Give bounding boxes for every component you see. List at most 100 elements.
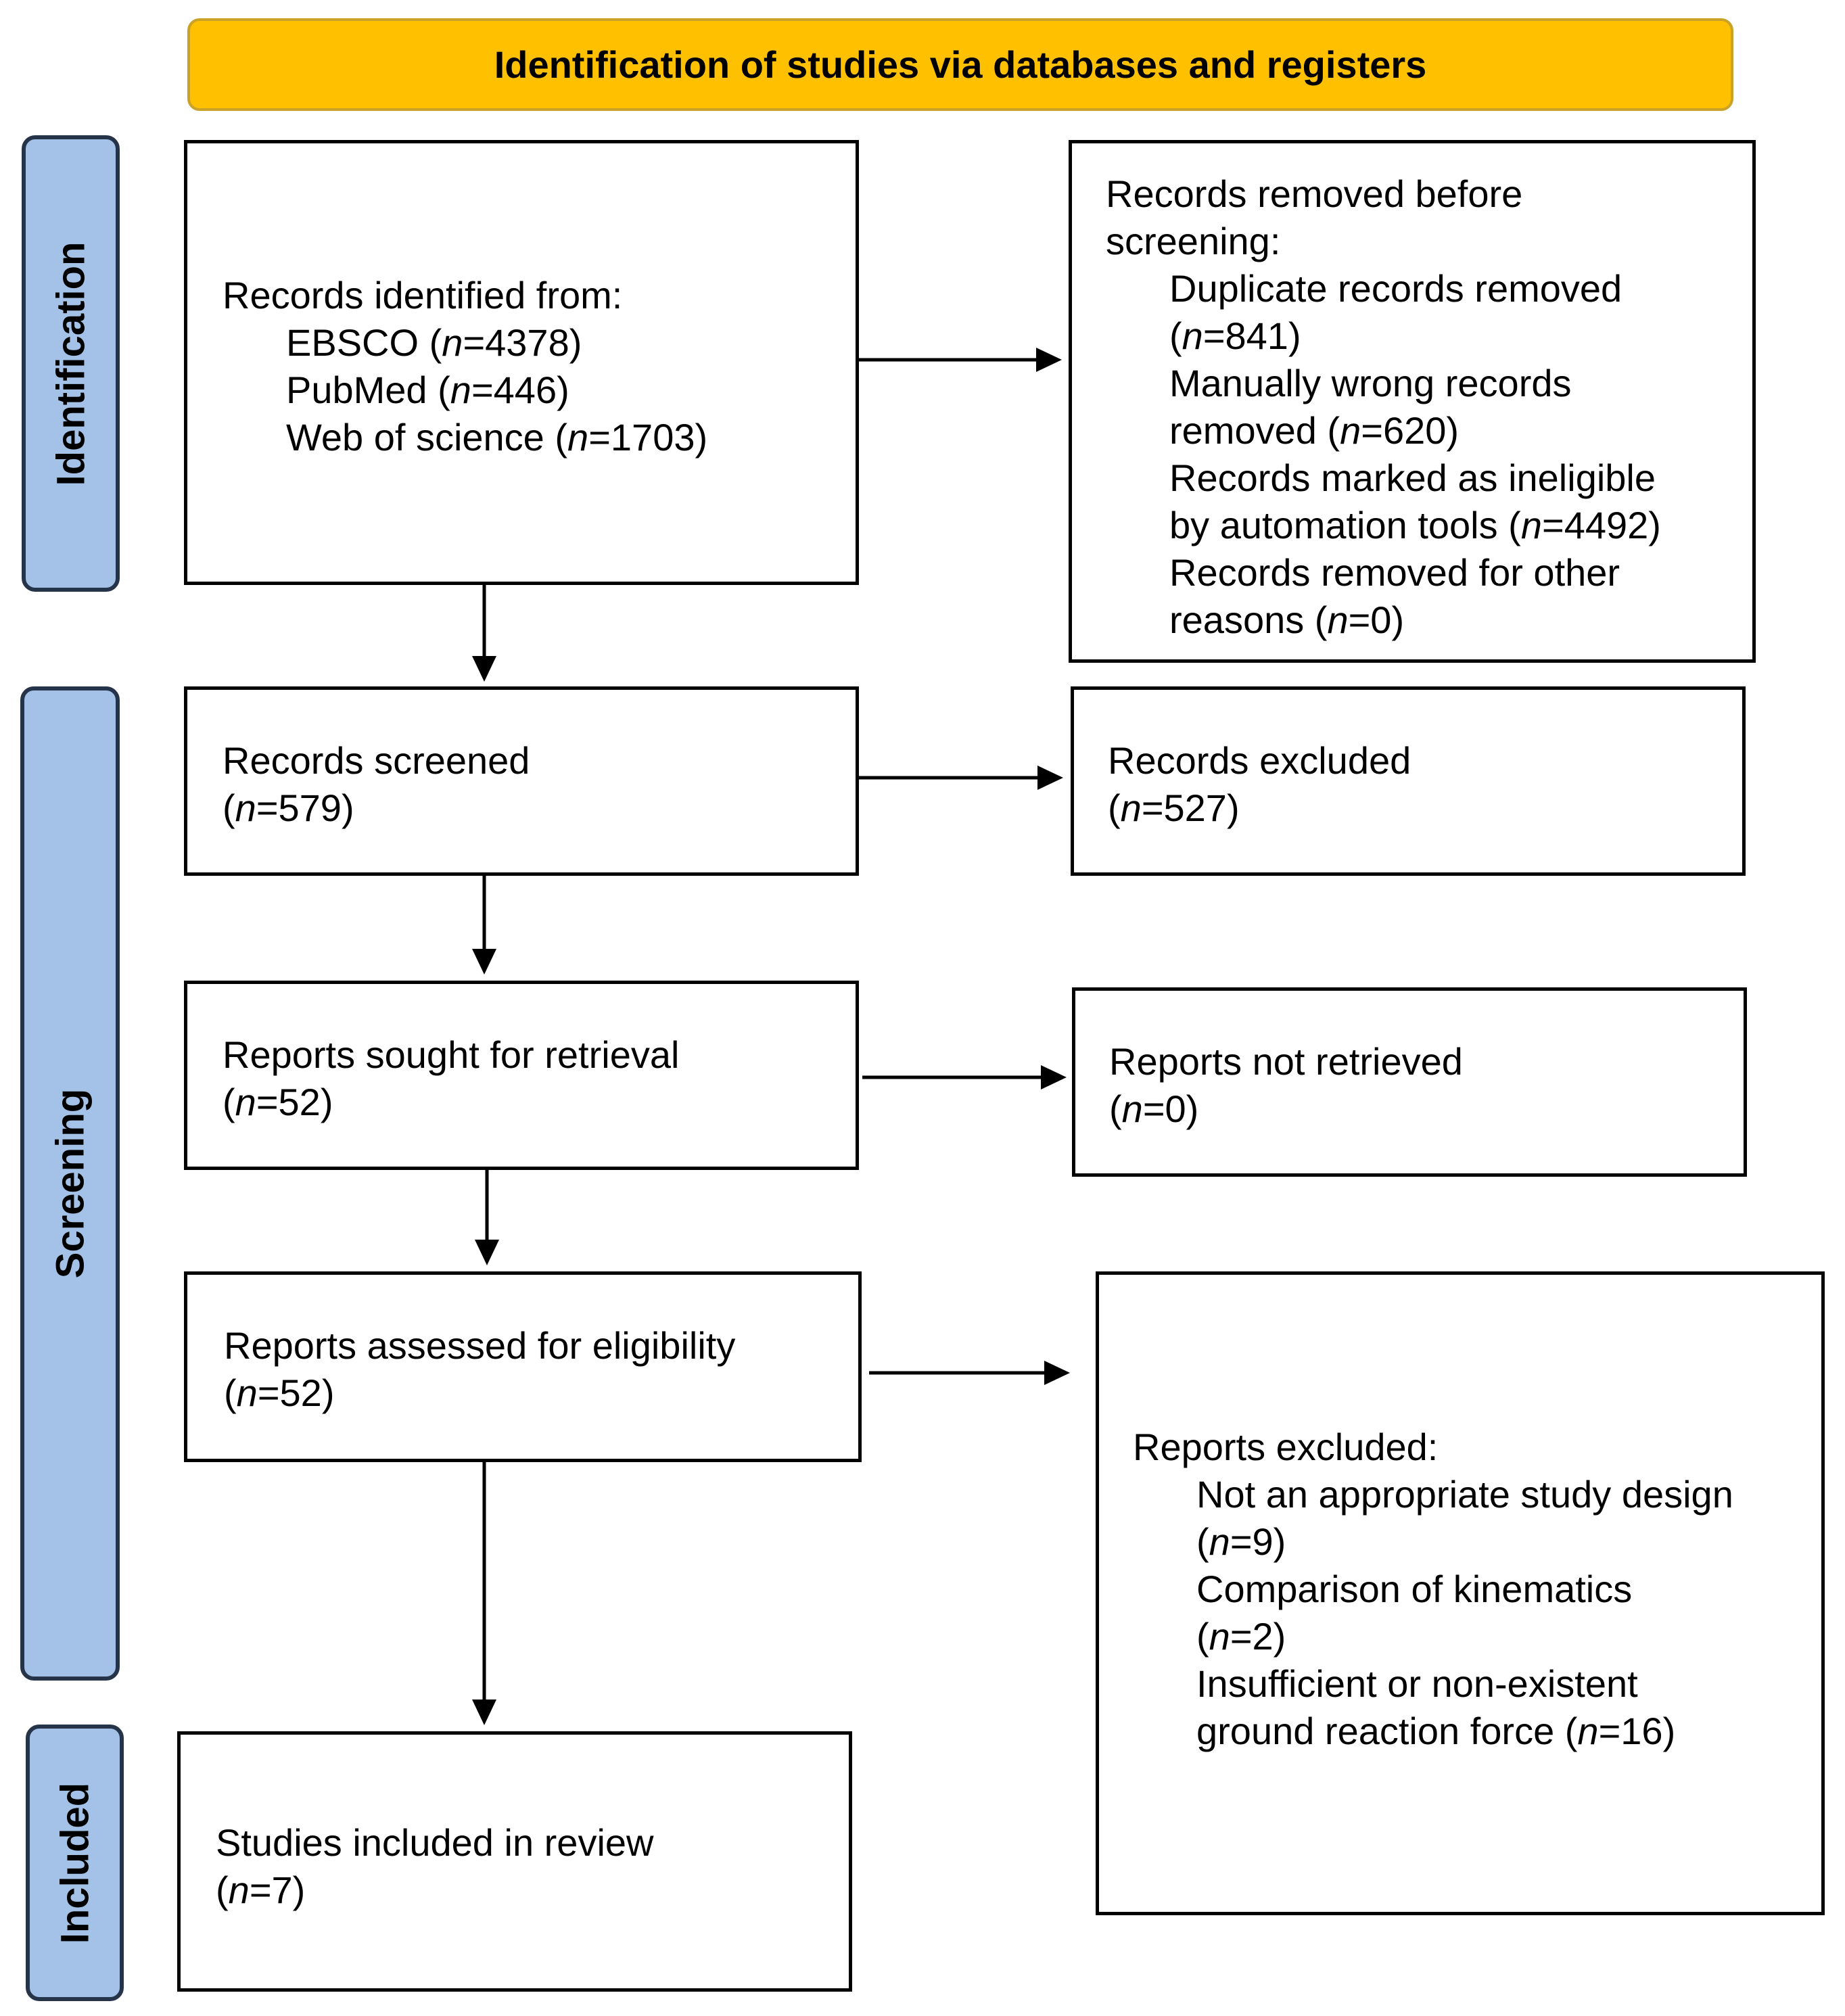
text: ) bbox=[1273, 1615, 1286, 1658]
reports-not-retrieved-title: Reports not retrieved bbox=[1109, 1040, 1463, 1083]
reports-assessed-box: Reports assessed for eligibility (n=52) bbox=[184, 1271, 862, 1462]
n-value: =579 bbox=[256, 787, 342, 829]
records-removed-box: Records removed before screening: Duplic… bbox=[1069, 140, 1756, 663]
text: ) bbox=[1273, 1520, 1286, 1563]
n-symbol: n bbox=[567, 416, 589, 459]
text: ) bbox=[1391, 599, 1405, 641]
text: by automation tools ( bbox=[1169, 504, 1521, 546]
text: reasons ( bbox=[1169, 599, 1328, 641]
n-value: =2 bbox=[1230, 1615, 1274, 1658]
source-item: PubMed (n=446) bbox=[286, 369, 569, 411]
n-value: =7 bbox=[249, 1869, 293, 1911]
removed-item-count: (n=841) bbox=[1106, 312, 1752, 360]
n-symbol: n bbox=[450, 369, 471, 411]
n-symbol: n bbox=[1120, 787, 1142, 829]
source-item: EBSCO (n=4378) bbox=[286, 321, 582, 364]
reports-sought-count: (n=52) bbox=[223, 1081, 333, 1123]
n-value: =841 bbox=[1202, 314, 1288, 357]
records-excluded-box: Records excluded (n=527) bbox=[1071, 686, 1746, 876]
n-symbol: n bbox=[1340, 409, 1361, 452]
records-screened-count: (n=579) bbox=[223, 787, 354, 829]
excluded-item-count: (n=2) bbox=[1133, 1613, 1821, 1660]
arrowhead bbox=[1044, 1361, 1070, 1385]
removed-item-label: Records marked as ineligible bbox=[1169, 456, 1656, 499]
n-symbol: n bbox=[1121, 1087, 1143, 1130]
text: ) bbox=[1648, 504, 1661, 546]
n-value: =16 bbox=[1598, 1710, 1663, 1752]
text: ) bbox=[1662, 1710, 1676, 1752]
text: ( bbox=[1169, 314, 1182, 357]
reports-not-retrieved-box: Reports not retrieved (n=0) bbox=[1072, 987, 1747, 1177]
text: removed ( bbox=[1169, 409, 1340, 452]
n-value: =52 bbox=[256, 1081, 321, 1123]
reports-excluded-title: Reports excluded: bbox=[1133, 1426, 1439, 1468]
phase-identification: Identification bbox=[22, 135, 120, 592]
excluded-item-label: Insufficient or non-existent bbox=[1196, 1662, 1638, 1705]
excluded-item-count: ground reaction force (n=16) bbox=[1133, 1708, 1821, 1755]
n-value: =52 bbox=[257, 1372, 322, 1414]
removed-item-label: Manually wrong records bbox=[1169, 362, 1572, 404]
n-symbol: n bbox=[1520, 504, 1542, 546]
n-symbol: n bbox=[236, 1372, 258, 1414]
records-identified-box: Records identified from: EBSCO (n=4378) … bbox=[184, 140, 859, 585]
n-value: =0 bbox=[1348, 599, 1392, 641]
n-symbol: n bbox=[235, 1081, 256, 1123]
records-removed-title: Records removed before bbox=[1106, 172, 1523, 215]
phase-screening-label: Screening bbox=[48, 1088, 92, 1279]
text: ( bbox=[1196, 1615, 1209, 1658]
excluded-item-count: (n=9) bbox=[1133, 1518, 1821, 1566]
removed-item-count: by automation tools (n=4492) bbox=[1106, 502, 1752, 549]
phase-included: Included bbox=[26, 1725, 124, 2001]
records-identified-title: Records identified from: bbox=[223, 274, 623, 317]
phase-screening: Screening bbox=[20, 686, 120, 1681]
n-symbol: n bbox=[1182, 314, 1203, 357]
arrowhead bbox=[472, 656, 496, 682]
n-value: =4378 bbox=[463, 321, 569, 364]
records-excluded-title: Records excluded bbox=[1108, 739, 1411, 782]
arrowhead bbox=[472, 1699, 496, 1725]
excluded-item-label: Comparison of kinematics bbox=[1196, 1568, 1633, 1610]
arrowhead bbox=[1037, 766, 1063, 790]
n-value: =620 bbox=[1361, 409, 1447, 452]
n-symbol: n bbox=[442, 321, 463, 364]
n-symbol: n bbox=[228, 1869, 250, 1911]
n-symbol: n bbox=[1327, 599, 1349, 641]
removed-item-count: reasons (n=0) bbox=[1106, 596, 1752, 644]
n-value: =4492 bbox=[1542, 504, 1649, 546]
excluded-item-label: Not an appropriate study design bbox=[1196, 1473, 1733, 1516]
source-item: Web of science (n=1703) bbox=[286, 416, 708, 459]
phase-identification-label: Identification bbox=[49, 241, 93, 486]
reports-assessed-title: Reports assessed for eligibility bbox=[224, 1324, 736, 1367]
n-value: =1703 bbox=[588, 416, 695, 459]
records-screened-box: Records screened (n=579) bbox=[184, 686, 859, 876]
text: ( bbox=[1196, 1520, 1209, 1563]
n-symbol: n bbox=[1209, 1520, 1230, 1563]
records-excluded-count: (n=527) bbox=[1108, 787, 1240, 829]
header-banner: Identification of studies via databases … bbox=[187, 18, 1733, 111]
n-value: =527 bbox=[1141, 787, 1227, 829]
arrowhead bbox=[475, 1240, 499, 1265]
arrowhead bbox=[472, 949, 496, 975]
n-symbol: n bbox=[235, 787, 256, 829]
source-label: PubMed bbox=[286, 369, 427, 411]
studies-included-count: (n=7) bbox=[216, 1869, 306, 1911]
text: ground reaction force ( bbox=[1196, 1710, 1578, 1752]
text: ) bbox=[1288, 314, 1301, 357]
n-value: =9 bbox=[1230, 1520, 1274, 1563]
arrowhead bbox=[1036, 348, 1062, 372]
reports-excluded-box: Reports excluded: Not an appropriate stu… bbox=[1096, 1271, 1825, 1915]
reports-sought-box: Reports sought for retrieval (n=52) bbox=[184, 981, 859, 1170]
removed-item-label: Records removed for other bbox=[1169, 551, 1620, 594]
phase-included-label: Included bbox=[53, 1782, 97, 1944]
source-label: EBSCO bbox=[286, 321, 419, 364]
arrowhead bbox=[1041, 1065, 1067, 1089]
n-symbol: n bbox=[1209, 1615, 1230, 1658]
n-value: =446 bbox=[471, 369, 557, 411]
records-removed-title-2: screening: bbox=[1106, 220, 1281, 262]
text: ) bbox=[1446, 409, 1459, 452]
records-screened-title: Records screened bbox=[223, 739, 530, 782]
removed-item-label: Duplicate records removed bbox=[1169, 267, 1622, 310]
reports-not-retrieved-count: (n=0) bbox=[1109, 1087, 1199, 1130]
studies-included-box: Studies included in review (n=7) bbox=[177, 1731, 852, 1992]
reports-sought-title: Reports sought for retrieval bbox=[223, 1033, 680, 1076]
